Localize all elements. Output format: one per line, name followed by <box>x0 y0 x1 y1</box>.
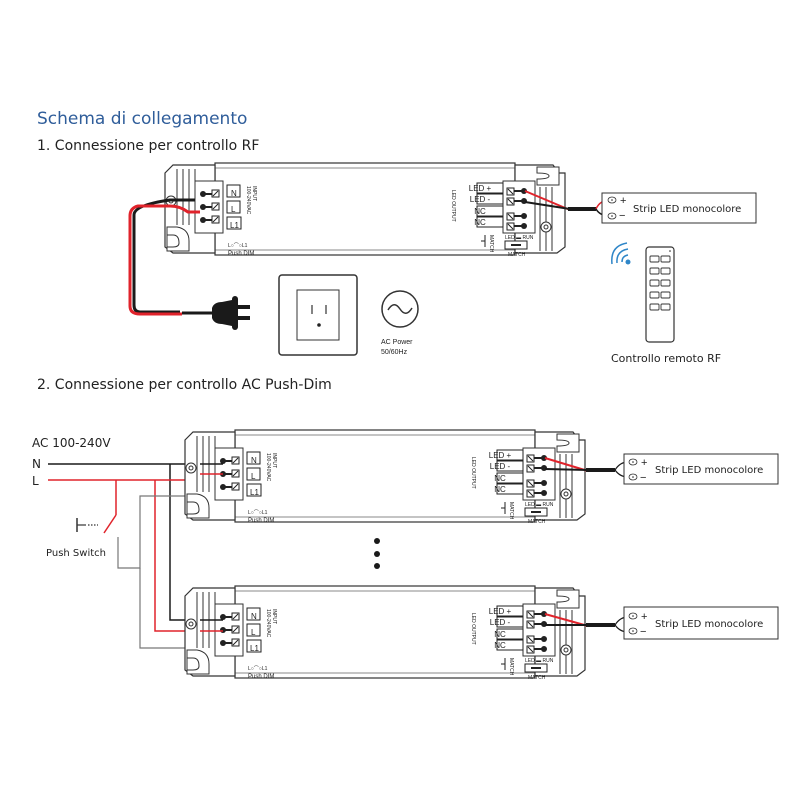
match-button-label: MATCH <box>508 252 526 258</box>
terminal-n-label: N <box>251 612 257 621</box>
led-output-cable-2 <box>544 613 629 633</box>
input-label: INPUT <box>271 609 277 624</box>
page-title: Schema di collegamento <box>37 109 247 129</box>
terminal-l1-label: L1 <box>230 221 239 230</box>
terminal-n-label: N <box>231 189 237 198</box>
neutral-label: N <box>32 457 41 471</box>
terminal-l1-label: L1 <box>250 488 259 497</box>
match-label: MATCH <box>488 235 494 253</box>
controller-rf-labels: N L L1 INPUT 100-240VAC L○⌒○L1 Push DIM … <box>228 184 534 258</box>
led-run-label: LED ▬ RUN <box>525 502 554 508</box>
strip-plus-label: + <box>641 611 647 623</box>
terminal-l-label: L <box>251 628 256 637</box>
terminal-l-label: L <box>251 472 256 481</box>
controller-push-dim-1 <box>184 429 586 523</box>
push-dim-label: Push DIM <box>248 674 274 680</box>
terminal-nc-1-label: NC <box>494 474 506 483</box>
terminal-nc-2-label: NC <box>474 218 486 227</box>
push-dim-symbol: L○⌒○L1 <box>248 666 268 672</box>
led-strip-rf: + − Strip LED monocolore <box>601 192 757 224</box>
plug-icon <box>212 296 250 330</box>
wireless-signal-icon <box>611 242 631 265</box>
led-output-label: LED OUTPUT <box>470 457 476 489</box>
remote-control-icon <box>645 246 675 343</box>
ac-power-label: AC Power <box>381 339 413 346</box>
remote-label: Controllo remoto RF <box>611 352 721 365</box>
strip-minus-label: − <box>640 472 646 484</box>
terminal-l1-label: L1 <box>250 644 259 653</box>
controller-push-dim-2 <box>184 585 586 679</box>
strip-label: Strip LED monocolore <box>655 465 763 476</box>
led-output-label: LED OUTPUT <box>450 190 456 222</box>
strip-label: Strip LED monocolore <box>633 204 741 215</box>
push-dim-label: Push DIM <box>248 518 274 524</box>
terminal-led-minus-label: LED - <box>490 462 511 471</box>
led-strip-1: + − Strip LED monocolore <box>623 453 779 485</box>
terminal-led-minus-label: LED - <box>470 195 491 204</box>
terminal-l-label: L <box>231 205 236 214</box>
strip-label: Strip LED monocolore <box>655 619 763 630</box>
wall-outlet-icon <box>278 274 358 356</box>
terminal-led-plus-label: LED + <box>489 607 512 616</box>
terminal-nc-2-label: NC <box>494 641 506 650</box>
ac-frequency-label: 50/60Hz <box>381 349 408 356</box>
ac-sine-icon <box>381 290 419 328</box>
led-strip-2: + − Strip LED monocolore <box>623 606 779 640</box>
section-2-heading: 2. Connessione per controllo AC Push-Dim <box>37 377 332 393</box>
match-label: MATCH <box>508 658 514 676</box>
led-run-label: LED ▬ RUN <box>525 658 554 664</box>
terminal-nc-1-label: NC <box>474 207 486 216</box>
input-label: INPUT <box>251 186 257 201</box>
power-cable <box>128 198 215 316</box>
strip-minus-label: − <box>619 210 625 222</box>
strip-plus-label: + <box>620 195 626 207</box>
controller-push-dim-2-labels: N L L1 INPUT 100-240VAC L○⌒○L1 Push DIM … <box>248 607 554 681</box>
terminal-nc-2-label: NC <box>494 485 506 494</box>
match-button-label: MATCH <box>528 675 546 681</box>
terminal-n-label: N <box>251 456 257 465</box>
input-voltage-label: 100-240VAC <box>265 609 271 638</box>
input-voltage-label: 100-240VAC <box>265 453 271 482</box>
push-dim-symbol: L○⌒○L1 <box>228 243 248 249</box>
ac-voltage-label: AC 100-240V <box>32 436 111 450</box>
more-controllers-ellipsis <box>374 538 380 569</box>
input-voltage-label: 100-240VAC <box>245 186 251 215</box>
led-output-label: LED OUTPUT <box>470 613 476 645</box>
led-output-cable-1 <box>544 457 629 478</box>
section-1-heading: 1. Connessione per controllo RF <box>37 138 259 154</box>
push-dim-symbol: L○⌒○L1 <box>248 510 268 516</box>
push-dim-label: Push DIM <box>228 251 254 257</box>
controller-rf <box>164 162 566 256</box>
push-switch-label: Push Switch <box>46 548 106 559</box>
terminal-led-plus-label: LED + <box>469 184 492 193</box>
match-button-label: MATCH <box>528 519 546 525</box>
match-label: MATCH <box>508 502 514 520</box>
terminal-led-minus-label: LED - <box>490 618 511 627</box>
strip-plus-label: + <box>641 457 647 469</box>
line-label: L <box>32 474 39 488</box>
input-label: INPUT <box>271 453 277 468</box>
terminal-nc-1-label: NC <box>494 630 506 639</box>
push-switch-icon <box>76 518 98 532</box>
terminal-led-plus-label: LED + <box>489 451 512 460</box>
led-run-label: LED ▬ RUN <box>505 235 534 241</box>
strip-minus-label: − <box>640 626 646 638</box>
controller-push-dim-1-labels: N L L1 INPUT 100-240VAC L○⌒○L1 Push DIM … <box>248 451 554 525</box>
